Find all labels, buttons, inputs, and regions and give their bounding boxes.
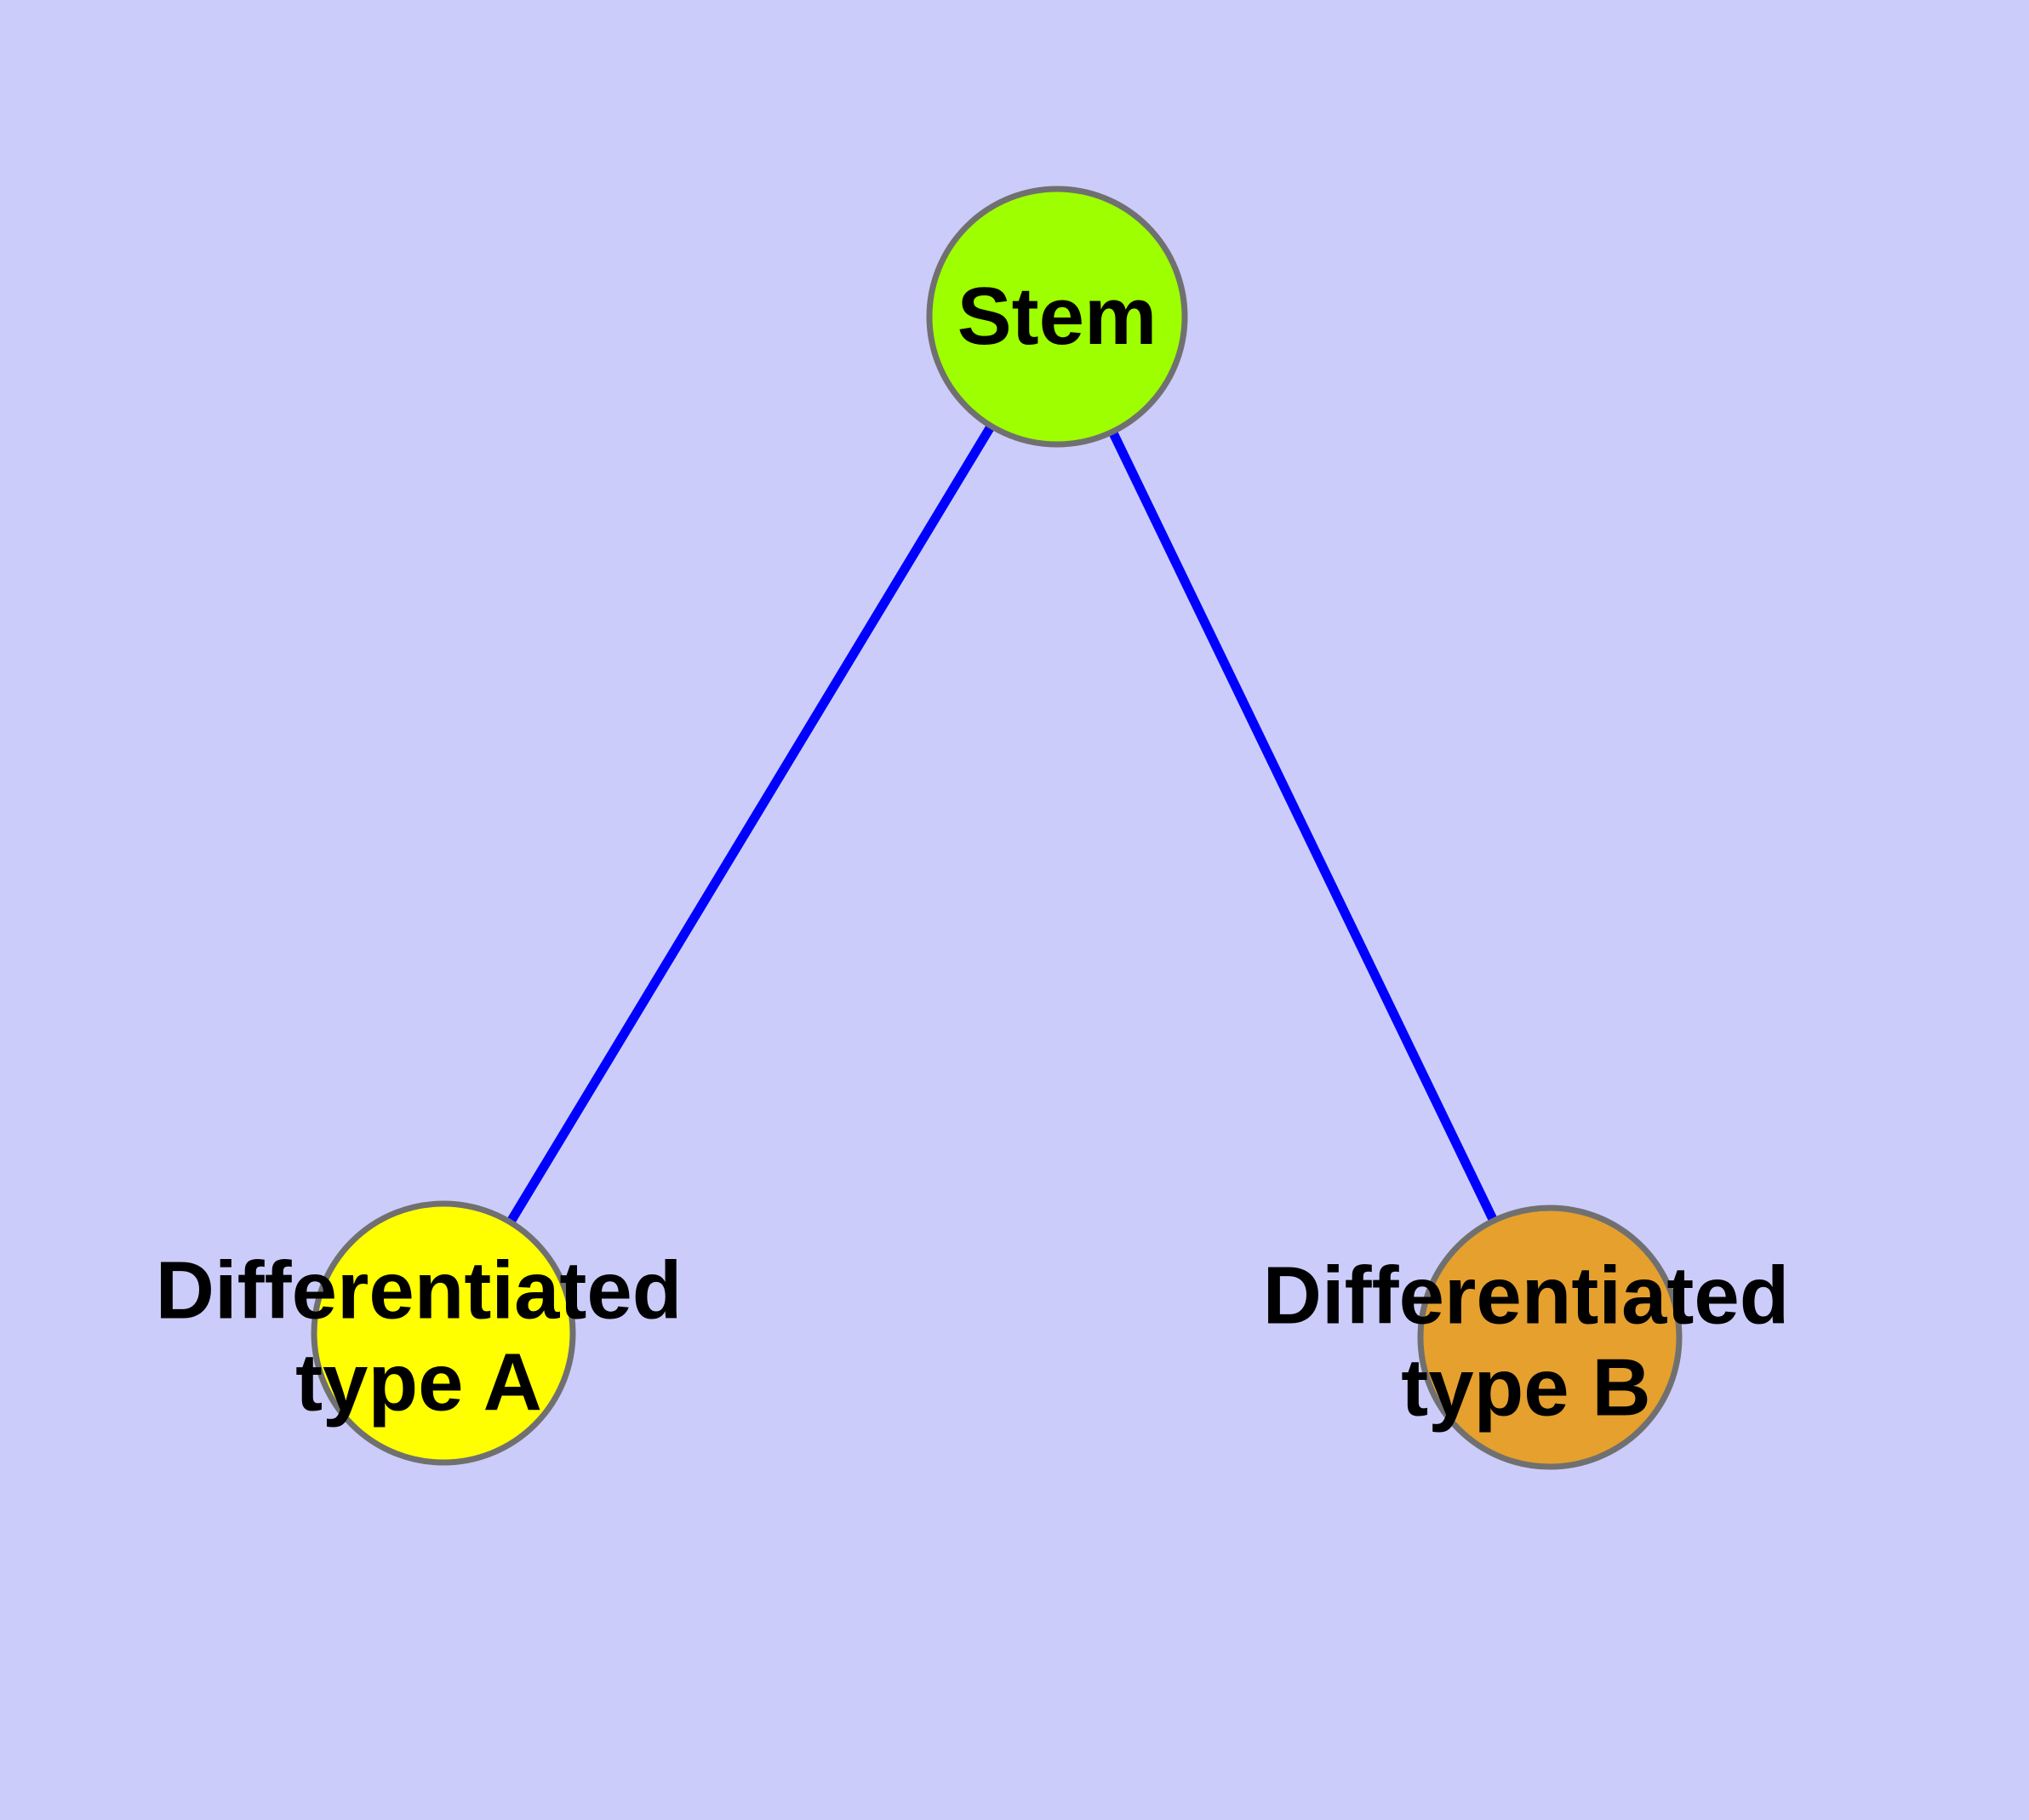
node-stem[interactable]	[926, 186, 1188, 448]
edge-stem-to-differentiated-type-b[interactable]	[1053, 314, 1554, 1340]
edge-stem-to-differentiated-type-a[interactable]	[439, 314, 1061, 1336]
node-differentiated-type-a[interactable]	[311, 1200, 576, 1466]
node-differentiated-type-b[interactable]	[1417, 1205, 1683, 1470]
